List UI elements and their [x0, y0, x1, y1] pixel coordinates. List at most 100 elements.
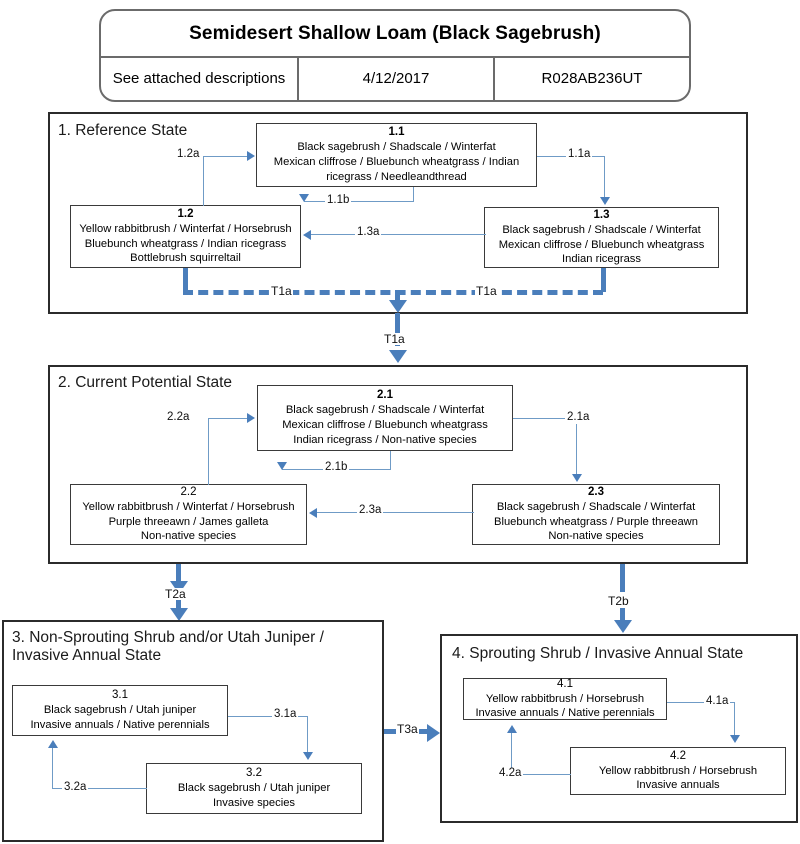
arrowhead-1-1b	[299, 194, 309, 202]
phase-body-4-2: Yellow rabbitbrush / Horsebrush Invasive…	[598, 764, 758, 792]
phase-box-3-2: 3.2 Black sagebrush / Utah juniper Invas…	[146, 763, 362, 814]
phase-body-1-2: Yellow rabbitbrush / Winterfat / Horsebr…	[79, 222, 292, 265]
connector-1-2a-horizontal	[203, 156, 248, 158]
phase-body-3-1: Black sagebrush / Utah juniper Invasive …	[30, 704, 210, 731]
connector-4-2a-horizontal	[511, 774, 571, 776]
connector-1-1b-vertical	[413, 187, 415, 202]
t3a-arrowhead	[427, 724, 440, 742]
arrowhead-3-1a	[303, 752, 313, 760]
connector-4-2a-vertical	[511, 733, 513, 775]
header-cell-site-id: R028AB236UT	[541, 69, 643, 87]
connector-1-1b-horizontal	[304, 201, 414, 203]
phase-id-1-3: 1.3	[593, 208, 610, 221]
arrowhead-1-1a	[600, 197, 610, 205]
arrowhead-3-2a	[48, 740, 58, 748]
connector-3-1a-horizontal	[228, 716, 308, 718]
transition-label-t1a-main: T1a	[383, 332, 406, 346]
pathway-label-1-1b: 1.1b	[325, 194, 352, 207]
connector-2-1a-horizontal	[513, 418, 577, 420]
arrowhead-1-2a	[247, 151, 255, 161]
phase-body-2-3: Black sagebrush / Shadscale / Winterfat …	[494, 500, 698, 543]
phase-body-2-2: Yellow rabbitbrush / Winterfat / Horsebr…	[82, 500, 295, 543]
connector-4-1a-vertical	[734, 702, 736, 735]
t1a-drop-1	[395, 290, 400, 302]
pathway-label-1-2a: 1.2a	[175, 148, 202, 161]
phase-box-2-3: 2.3 Black sagebrush / Shadscale / Winter…	[472, 484, 720, 545]
phase-body-4-1: Yellow rabbitbrush / Horsebrush Invasive…	[475, 692, 655, 720]
phase-id-1-1: 1.1	[388, 126, 405, 139]
connector-2-2a-vertical	[208, 419, 210, 485]
arrowhead-2-2a	[247, 413, 255, 423]
page-title: Semidesert Shallow Loam (Black Sagebrush…	[101, 11, 689, 58]
pathway-label-4-2a: 4.2a	[497, 767, 524, 780]
t1a-dashed-rail	[183, 290, 603, 295]
phase-box-1-2: 1.2 Yellow rabbitbrush / Winterfat / Hor…	[70, 205, 301, 268]
connector-1-2a-vertical	[203, 157, 205, 206]
phase-body-2-1: Black sagebrush / Shadscale / Winterfat …	[282, 404, 488, 446]
arrowhead-2-1b	[277, 462, 287, 470]
connector-1-3a-horizontal	[311, 234, 486, 236]
phase-id-3-2: 3.2	[246, 767, 262, 780]
phase-box-3-1: 3.1 Black sagebrush / Utah juniper Invas…	[12, 685, 228, 736]
t2a-line-1	[176, 564, 181, 584]
transition-label-t3a: T3a	[396, 722, 419, 736]
phase-box-2-1: 2.1 Black sagebrush / Shadscale / Winter…	[257, 385, 513, 451]
connector-2-2a-horizontal	[208, 418, 248, 420]
phase-box-1-3: 1.3 Black sagebrush / Shadscale / Winter…	[484, 207, 719, 268]
title-card: Semidesert Shallow Loam (Black Sagebrush…	[99, 9, 691, 102]
header-row: See attached descriptions 4/12/2017 R028…	[101, 58, 689, 100]
phase-box-4-1: 4.1 Yellow rabbitbrush / Horsebrush Inva…	[463, 678, 667, 720]
pathway-label-2-3a: 2.3a	[357, 504, 384, 517]
t2a-arrowhead-2	[170, 608, 188, 621]
pathway-label-2-2a: 2.2a	[165, 411, 192, 424]
t2b-line-1	[620, 564, 625, 592]
phase-body-3-2: Black sagebrush / Utah juniper Invasive …	[177, 782, 331, 809]
transition-label-t2a: T2a	[164, 587, 187, 601]
t1a-drop-2	[395, 313, 400, 346]
arrowhead-4-2a	[507, 725, 517, 733]
phase-body-1-1: Black sagebrush / Shadscale / Winterfat …	[273, 141, 520, 183]
phase-id-1-2: 1.2	[177, 207, 194, 220]
header-cell-date: 4/12/2017	[299, 58, 495, 100]
pathway-label-3-1a: 3.1a	[272, 708, 299, 721]
header-cell-descriptions: See attached descriptions	[101, 58, 299, 100]
connector-1-1a-vertical	[604, 156, 606, 198]
connector-2-3a-horizontal	[317, 512, 474, 514]
t1a-arrowhead-2	[389, 350, 407, 363]
arrowhead-4-1a	[730, 735, 740, 743]
connector-3-2a-vertical	[52, 748, 54, 789]
connector-2-1b-vertical	[390, 451, 392, 470]
t2b-arrowhead	[614, 620, 632, 633]
state-title-2: 2. Current Potential State	[58, 374, 233, 391]
pathway-label-4-1a: 4.1a	[704, 695, 731, 708]
state-title-3: 3. Non-Sprouting Shrub and/or Utah Junip…	[12, 629, 324, 665]
pathway-label-3-2a: 3.2a	[62, 781, 89, 794]
transition-label-t2b: T2b	[607, 594, 630, 608]
t2a-line-2	[176, 596, 181, 610]
transition-label-t1a-right: T1a	[475, 284, 498, 298]
connector-3-1a-vertical	[307, 716, 309, 753]
phase-box-4-2: 4.2 Yellow rabbitbrush / Horsebrush Inva…	[570, 747, 786, 795]
t1a-left-riser	[183, 268, 188, 292]
phase-box-2-2: 2.2 Yellow rabbitbrush / Winterfat / Hor…	[70, 484, 307, 545]
phase-id-4-2: 4.2	[670, 749, 686, 762]
connector-3-2a-horizontal	[52, 788, 147, 790]
pathway-label-2-1b: 2.1b	[323, 461, 350, 474]
pathway-label-1-1a: 1.1a	[566, 148, 593, 161]
pathway-label-2-1a: 2.1a	[565, 411, 592, 424]
t1a-arrowhead-1	[389, 300, 407, 313]
pathway-label-1-3a: 1.3a	[355, 226, 382, 239]
arrowhead-1-3a	[303, 230, 311, 240]
arrowhead-2-3a	[309, 508, 317, 518]
transition-label-t1a-left: T1a	[270, 284, 293, 298]
phase-box-1-1: 1.1 Black sagebrush / Shadscale / Winter…	[256, 123, 537, 187]
phase-id-2-2: 2.2	[180, 485, 197, 498]
phase-id-2-1: 2.1	[377, 389, 393, 402]
t2b-line-2	[620, 608, 625, 622]
connector-4-1a-horizontal	[667, 702, 735, 704]
phase-id-4-1: 4.1	[557, 677, 573, 690]
t1a-right-riser	[601, 268, 606, 292]
phase-id-2-3: 2.3	[588, 485, 604, 498]
connector-2-1a-vertical	[576, 418, 578, 476]
